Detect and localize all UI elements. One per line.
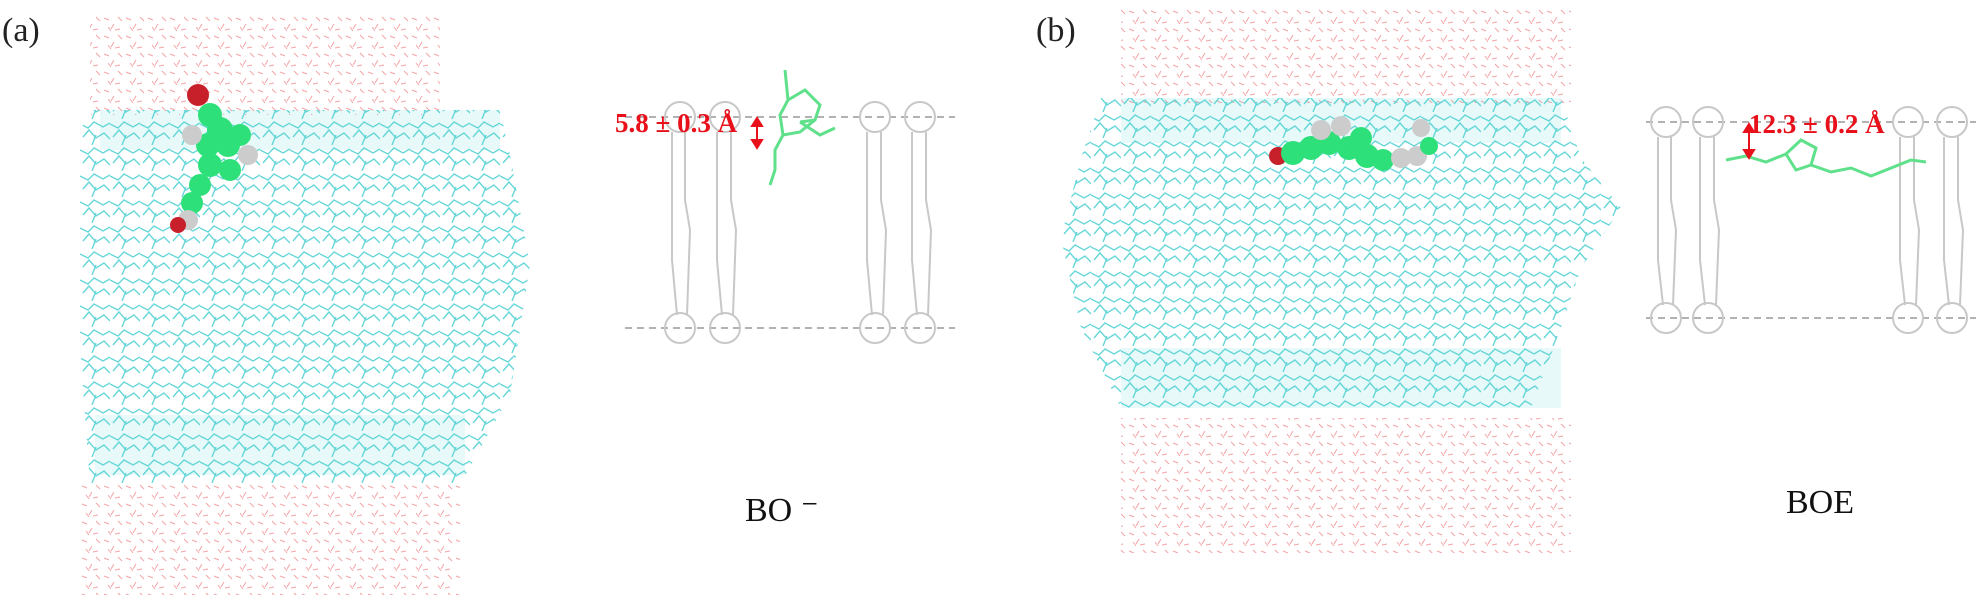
lipid-schematics	[664, 101, 936, 344]
probe-stick-boe	[1725, 138, 1927, 178]
lipid-schematics	[1650, 106, 1968, 334]
lipid-bilayer	[1061, 98, 1621, 408]
water-region-bottom	[1121, 418, 1571, 553]
membrane-schematic	[625, 60, 960, 460]
depth-label: 5.8 ± 0.3 Å	[615, 108, 738, 138]
schematic-drawing	[625, 69, 955, 344]
depth-label: 12.3 ± 0.2 Å	[1749, 109, 1885, 139]
panel-label: (b)	[1036, 12, 1076, 49]
md-snapshot-bo-minus	[80, 15, 680, 595]
water-region-bottom	[80, 485, 460, 595]
md-snapshot-boe	[1061, 8, 1701, 553]
species-label: BO ⁻	[745, 492, 819, 529]
water-region-top	[90, 15, 440, 115]
double-arrow	[750, 116, 764, 150]
panel-label: (a)	[2, 12, 40, 49]
double-arrow	[1742, 122, 1756, 160]
species-label: BOE	[1786, 484, 1854, 521]
schematic-drawing	[1646, 106, 1976, 334]
panel-b: (b)	[991, 0, 1982, 599]
probe-stick-bo-minus	[768, 69, 836, 186]
panel-a: (a)	[2, 12, 960, 595]
water-region-top	[1121, 8, 1571, 103]
probe-molecule-bo-minus	[170, 84, 258, 233]
probe-molecule-boe	[1269, 116, 1438, 171]
membrane-schematic	[1646, 80, 1976, 430]
md-render	[80, 15, 530, 595]
md-render	[1061, 8, 1621, 553]
